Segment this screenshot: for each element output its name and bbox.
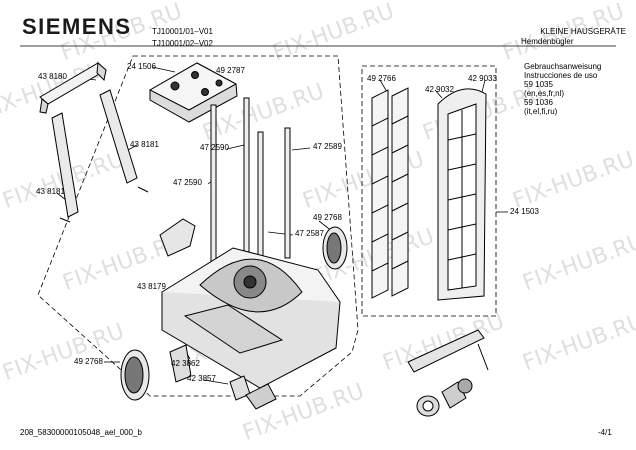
manual-languages: (en,es,fr,nl) — [524, 89, 565, 98]
part-label: 43 8180 — [38, 72, 67, 81]
manual-part-number: 59 1035 — [524, 80, 553, 89]
manual-languages: (it,el,fi,ru) — [524, 107, 558, 116]
handle-rod-left — [51, 112, 79, 218]
side-panel-2 — [391, 87, 409, 297]
part-label: 49 2768 — [313, 213, 342, 222]
model-number: TJ10001/01–V01 — [152, 27, 213, 36]
part-label: 42 9032 — [425, 85, 454, 94]
handle-rod-right — [99, 89, 138, 184]
brand-logo: SIEMENS — [22, 14, 132, 39]
part-label: 49 2768 — [74, 357, 103, 366]
manual-langs: Instrucciones de uso — [524, 71, 598, 80]
part-label: 42 9033 — [468, 74, 497, 83]
support-rod-2 — [243, 97, 250, 259]
part-label: 24 1503 — [510, 207, 539, 216]
part-label: 43 8181 — [36, 187, 65, 196]
part-label: 49 2766 — [367, 74, 396, 83]
part-label: 43 8181 — [130, 140, 159, 149]
part-label: 43 8179 — [137, 282, 166, 291]
switch — [169, 344, 192, 383]
category-label: KLEINE HAUSGERÄTE — [540, 27, 626, 36]
manual-title: Gebrauchsanweisung — [524, 62, 602, 71]
document-id: 208_58300000105048_ael_000_b — [20, 428, 142, 437]
support-rod-3 — [257, 131, 264, 273]
manual-part-number: 59 1036 — [524, 98, 553, 107]
rail-part — [407, 329, 485, 373]
model-number: TJ10001/02–V02 — [152, 39, 213, 48]
part-label: 42 3857 — [187, 374, 216, 383]
support-rod-1 — [210, 104, 217, 271]
product-label: Hemdenbügler — [521, 37, 574, 46]
part-label: 47 2590 — [200, 143, 229, 152]
part-label: 49 2787 — [216, 66, 245, 75]
part-label: 47 2589 — [313, 142, 342, 151]
right-group-outline — [361, 65, 497, 317]
handle-bar — [39, 62, 107, 105]
rod-bracket — [159, 218, 196, 257]
part-label: 42 3862 — [171, 359, 200, 368]
side-panel-1 — [371, 89, 389, 299]
part-label: 24 1506 — [127, 62, 156, 71]
left-group-outline — [37, 55, 359, 397]
part-label: 47 2590 — [173, 178, 202, 187]
support-rod-4 — [284, 127, 291, 259]
page-number: -4/1 — [598, 428, 612, 437]
part-label: 47 2587 — [295, 229, 324, 238]
